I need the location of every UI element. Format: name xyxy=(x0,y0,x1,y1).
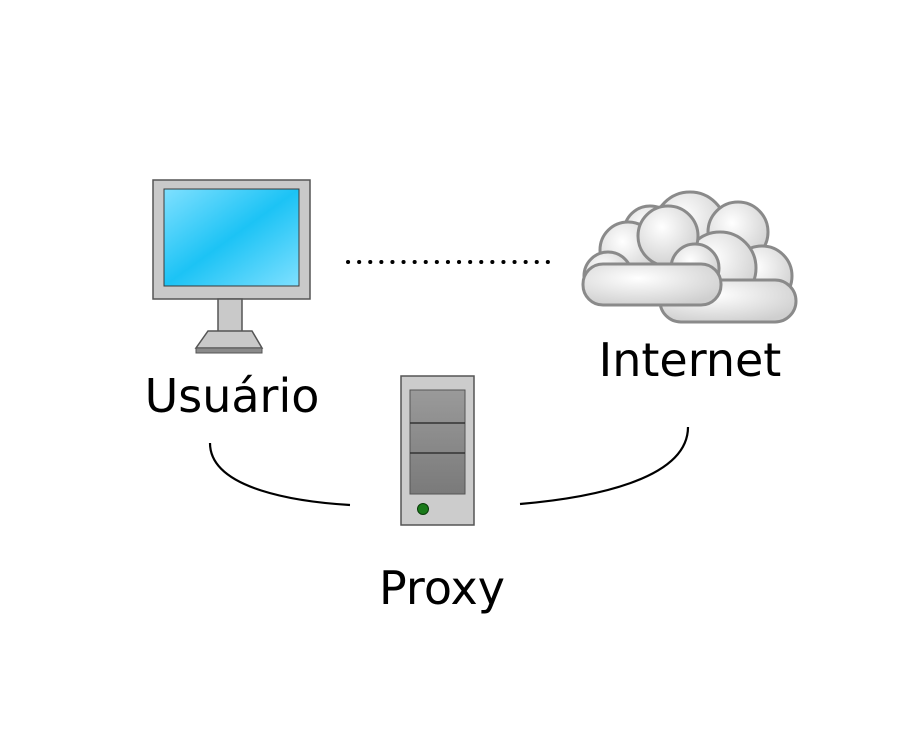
server-tower-icon xyxy=(400,375,475,526)
user-label: Usuário xyxy=(145,369,320,423)
power-led-icon xyxy=(417,503,429,515)
connection-proxy-internet xyxy=(519,426,690,506)
connection-user-proxy xyxy=(208,442,351,507)
internet-label: Internet xyxy=(599,333,782,387)
proxy-label: Proxy xyxy=(379,561,505,615)
cloud-icon xyxy=(581,190,798,324)
computer-monitor-icon xyxy=(152,179,311,354)
